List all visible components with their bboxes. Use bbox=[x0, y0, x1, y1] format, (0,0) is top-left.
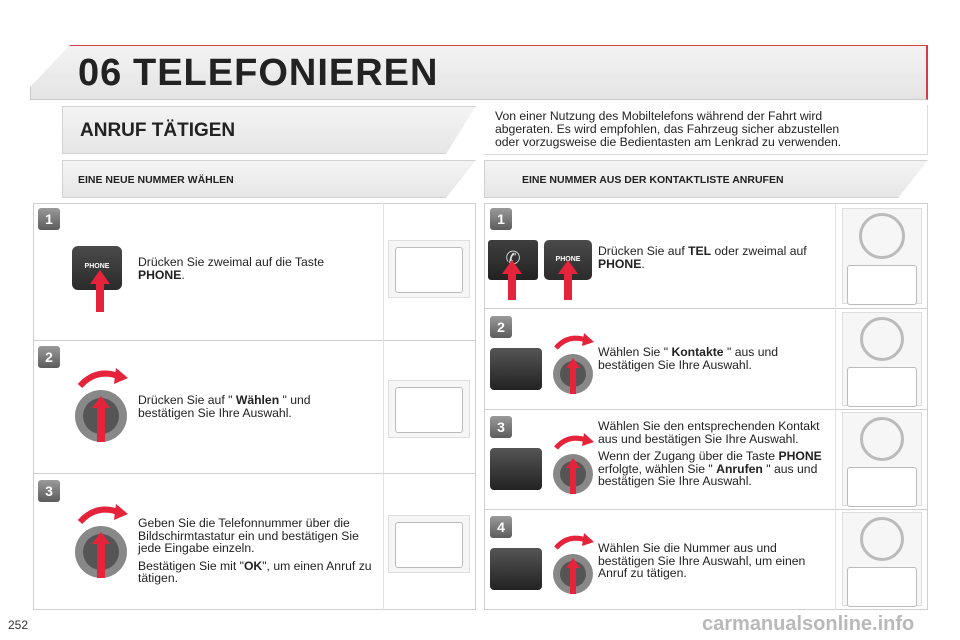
knob-rotate-press-icon bbox=[553, 433, 594, 494]
steering-wheel-and-radio-image bbox=[842, 312, 922, 407]
right-divider-1 bbox=[484, 308, 928, 309]
left-step-2-text: Drücken Sie auf " Wählen " und bestätige… bbox=[138, 393, 311, 420]
steering-control-image bbox=[490, 548, 542, 590]
chapter-number: 06 bbox=[78, 52, 123, 94]
left-heading: EINE NEUE NUMMER WÄHLEN bbox=[78, 174, 234, 186]
right-divider-3 bbox=[484, 509, 928, 510]
step-badge-3: 3 bbox=[38, 480, 60, 502]
radio-unit-image bbox=[388, 380, 470, 438]
watermark: carmanualsonline.info bbox=[702, 613, 915, 635]
right-step-1-text: Drücken Sie auf TEL oder zweimal auf PHO… bbox=[598, 244, 807, 271]
chapter-header bbox=[30, 45, 928, 100]
section-title-bar bbox=[62, 106, 476, 154]
right-heading: EINE NUMMER AUS DER KONTAKTLISTE ANRUFEN bbox=[522, 174, 784, 186]
steering-wheel-and-radio-image bbox=[842, 412, 922, 507]
steering-control-image bbox=[490, 348, 542, 390]
knob-rotate-press-icon bbox=[75, 504, 128, 578]
knob-rotate-press-icon bbox=[75, 368, 128, 442]
radio-unit-image bbox=[388, 240, 470, 298]
up-arrow-icon bbox=[558, 260, 578, 300]
step-badge-2: 2 bbox=[38, 346, 60, 368]
right-step-3-text: Wählen Sie den entsprechenden Kontakt au… bbox=[598, 419, 822, 488]
left-image-column-divider bbox=[383, 203, 384, 610]
phone-button-label: PHONE bbox=[555, 256, 581, 263]
step-badge-2: 2 bbox=[490, 316, 512, 338]
right-divider-2 bbox=[484, 409, 928, 410]
steering-control-image bbox=[490, 448, 542, 490]
step-badge-3: 3 bbox=[490, 416, 512, 438]
up-arrow-icon bbox=[90, 270, 110, 312]
step-badge-1: 1 bbox=[38, 208, 60, 230]
knob-rotate-press-icon bbox=[553, 533, 594, 594]
left-step-3-text: Geben Sie die Telefonnummer über die Bil… bbox=[138, 516, 372, 585]
left-heading-bar bbox=[62, 160, 476, 198]
right-step-4-text: Wählen Sie die Nummer aus und bestätigen… bbox=[598, 541, 806, 580]
left-step-1-text: Drücken Sie zweimal auf die Taste PHONE. bbox=[138, 255, 325, 282]
intro-frame bbox=[484, 105, 928, 155]
left-divider-2 bbox=[33, 473, 476, 474]
page-number: 252 bbox=[8, 618, 29, 632]
chapter-title: TELEFONIEREN bbox=[133, 52, 439, 94]
step-badge-1: 1 bbox=[490, 208, 512, 230]
section-title: ANRUF TÄTIGEN bbox=[80, 120, 236, 141]
right-heading-bar bbox=[484, 160, 928, 198]
right-step-2-text: Wählen Sie " Kontakte " aus und bestätig… bbox=[598, 345, 779, 372]
steering-wheel-and-radio-image bbox=[842, 512, 922, 607]
right-image-column-divider bbox=[835, 203, 836, 610]
phone-button-label: PHONE bbox=[84, 263, 110, 270]
radio-unit-image bbox=[388, 515, 470, 573]
left-divider-1 bbox=[33, 340, 476, 341]
knob-rotate-press-icon bbox=[553, 333, 594, 394]
step-badge-4: 4 bbox=[490, 516, 512, 538]
phone-handset-icon: ✆ bbox=[505, 248, 521, 268]
up-arrow-icon bbox=[502, 260, 522, 300]
steering-wheel-and-radio-image bbox=[842, 208, 922, 305]
intro-text: Von einer Nutzung des Mobiltelefons währ… bbox=[495, 109, 842, 149]
